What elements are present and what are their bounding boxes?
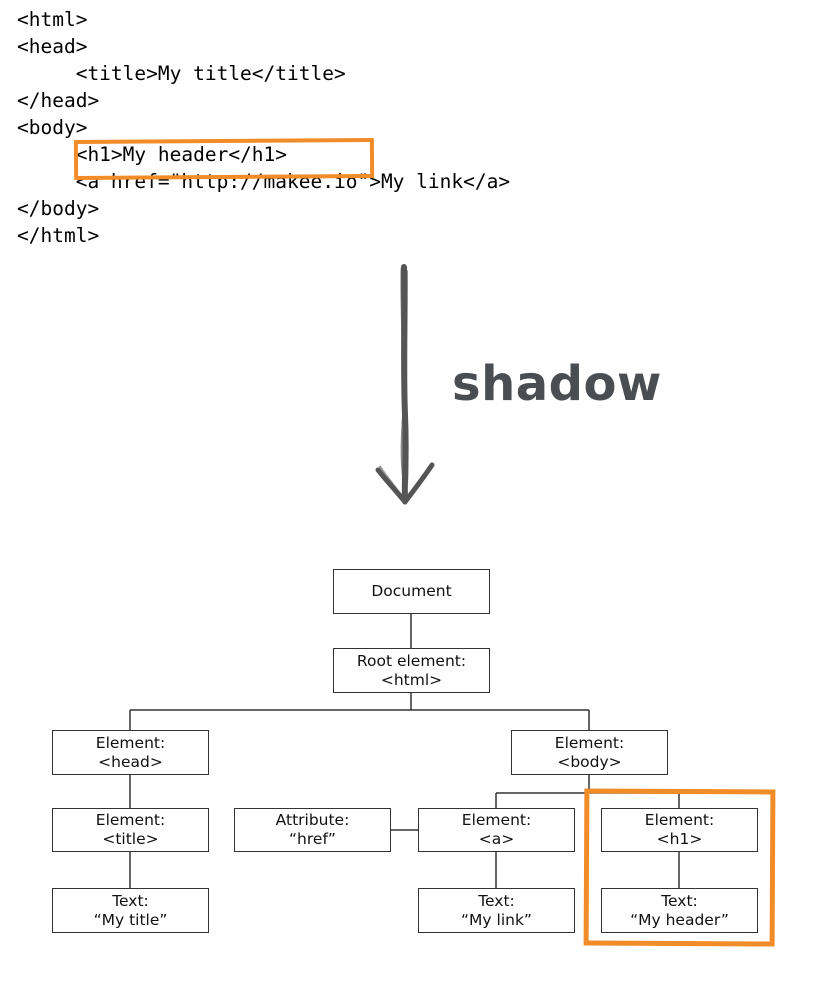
code-line: <h1>My header</h1>: [17, 143, 288, 166]
node-label: Element:: [554, 733, 625, 752]
node-text-header: Text: “My header”: [601, 888, 758, 933]
node-attribute-href: Attribute: “href”: [234, 808, 391, 852]
node-text-link: Text: “My link”: [418, 888, 575, 933]
code-line: <title>My title</title>: [17, 62, 346, 85]
node-label: Text:: [661, 891, 698, 910]
code-line: <html>: [17, 8, 88, 31]
node-label: Element:: [95, 811, 166, 829]
node-label: Root element:: [356, 651, 467, 670]
node-body-element: Element: <body>: [511, 730, 668, 775]
node-tag: <title>: [102, 830, 159, 848]
code-line: </html>: [17, 224, 100, 247]
node-label: Document: [371, 582, 452, 600]
node-label: Element:: [95, 733, 166, 752]
node-tag: <head>: [98, 752, 163, 771]
node-value: “My title”: [93, 910, 168, 929]
node-tag: <a>: [478, 830, 515, 848]
html-code-block: <html> <head> <title>My title</title> </he…: [17, 6, 510, 249]
node-label: Attribute:: [275, 811, 350, 829]
node-tag: <h1>: [656, 830, 703, 848]
node-title-element: Element: <title>: [52, 808, 209, 852]
node-document: Document: [333, 569, 490, 614]
node-value: “My link”: [461, 910, 532, 929]
node-label: Text:: [478, 891, 515, 910]
tree-highlight-box: [583, 788, 776, 947]
node-h1-element: Element: <h1>: [601, 808, 758, 852]
code-line: </head>: [17, 89, 100, 112]
node-root-element: Root element: <html>: [333, 648, 490, 693]
code-line: <a href="http://makee.io">My link</a>: [17, 170, 511, 193]
node-label: Element:: [461, 811, 532, 829]
down-arrow-icon: [375, 264, 435, 505]
node-tag: <body>: [557, 752, 622, 771]
node-tag: <html>: [380, 670, 443, 689]
code-line: <head>: [17, 35, 88, 58]
node-head-element: Element: <head>: [52, 730, 209, 775]
shadow-label: shadow: [452, 356, 662, 412]
node-label: Text:: [112, 891, 149, 910]
node-value: “My header”: [630, 910, 729, 929]
node-label: Element:: [644, 811, 715, 829]
node-text-title: Text: “My title”: [52, 888, 209, 933]
node-tag: “href”: [289, 830, 336, 848]
node-a-element: Element: <a>: [418, 808, 575, 852]
code-line: <body>: [17, 116, 88, 139]
code-line: </body>: [17, 197, 100, 220]
